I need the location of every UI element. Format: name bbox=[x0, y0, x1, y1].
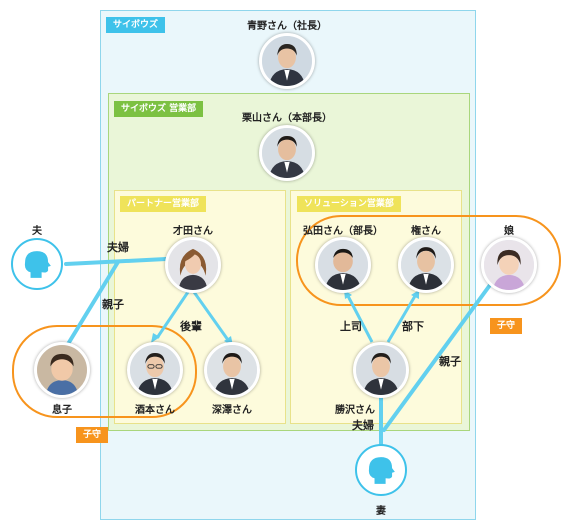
husband-silhouette bbox=[11, 238, 63, 290]
label-katsuzawa: 勝沢さん bbox=[335, 405, 375, 416]
label-fukazawa: 深澤さん bbox=[212, 405, 252, 416]
relation-subordinate: 部下 bbox=[402, 320, 424, 333]
relation-parent-right: 親子 bbox=[439, 355, 461, 368]
line-parent-right bbox=[382, 283, 492, 432]
relation-parent-left: 親子 bbox=[102, 298, 124, 311]
line-senior-b bbox=[192, 291, 230, 341]
avatar-saita bbox=[165, 237, 221, 293]
label-husband: 夫 bbox=[32, 226, 42, 237]
avatar-son bbox=[34, 342, 90, 398]
label-aono: 青野さん（社長） bbox=[247, 21, 327, 32]
badge-childcare-left: 子守 bbox=[76, 427, 109, 443]
avatar-gon bbox=[398, 237, 454, 293]
person-silhouette-icon bbox=[368, 457, 395, 484]
label-sakamoto: 酒本さん bbox=[135, 405, 175, 416]
relation-boss: 上司 bbox=[340, 320, 362, 333]
line-senior-a bbox=[155, 291, 190, 339]
avatar-fukazawa bbox=[204, 342, 260, 398]
tag-cybozu: サイボウズ bbox=[106, 17, 166, 33]
label-wife: 妻 bbox=[376, 506, 386, 517]
relation-couple-left: 夫婦 bbox=[107, 241, 129, 254]
arrow-sakamoto bbox=[151, 333, 160, 343]
wife-silhouette bbox=[355, 444, 407, 496]
relation-senior: 後輩 bbox=[180, 320, 202, 333]
avatar-katsuzawa bbox=[353, 342, 409, 398]
badge-childcare-right: 子守 bbox=[490, 318, 523, 334]
tag-solution-sales: ソリューション営業部 bbox=[297, 196, 401, 212]
avatar-sakamoto bbox=[127, 342, 183, 398]
tag-sales: サイボウズ 営業部 bbox=[114, 101, 204, 117]
avatar-aono bbox=[259, 33, 315, 89]
line-boss bbox=[346, 295, 374, 343]
label-gon: 権さん bbox=[411, 226, 441, 237]
label-kuriyama: 栗山さん（本部長） bbox=[242, 113, 332, 124]
avatar-hirota bbox=[315, 237, 371, 293]
label-son: 息子 bbox=[52, 405, 72, 416]
avatar-kuriyama bbox=[259, 125, 315, 181]
arrow-gon bbox=[411, 290, 419, 299]
label-hirota: 弘田さん（部長） bbox=[303, 226, 383, 237]
tag-partner-sales: パートナー営業部 bbox=[120, 196, 207, 212]
childcare-ring-left bbox=[12, 325, 197, 418]
label-saita: 才田さん bbox=[173, 226, 213, 237]
childcare-ring-right bbox=[296, 215, 561, 306]
person-silhouette-icon bbox=[24, 251, 51, 278]
line-subordinate bbox=[386, 295, 417, 343]
line-parent-left bbox=[66, 260, 120, 346]
relation-couple-right: 夫婦 bbox=[352, 419, 374, 432]
label-daughter: 娘 bbox=[504, 226, 514, 237]
avatar-daughter bbox=[481, 237, 537, 293]
